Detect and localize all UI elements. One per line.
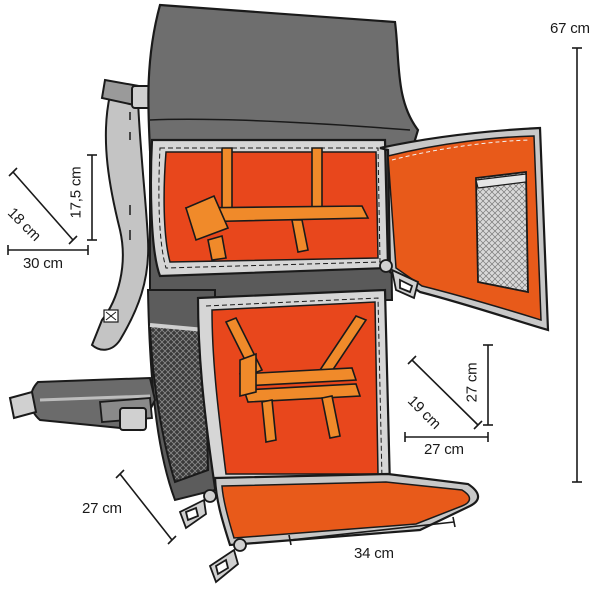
dimension-lines (7, 47, 582, 546)
label-bottom-panel-width: 34 cm (354, 545, 394, 562)
zipper-pull-bottom (208, 538, 247, 584)
shoulder-strap (90, 93, 150, 351)
zipper-pull-top (379, 259, 420, 300)
zipper-pull-left (178, 489, 217, 530)
hip-buckle-left (8, 390, 38, 420)
label-top-compartment-width: 30 cm (23, 255, 63, 272)
flap-mesh-pocket (475, 170, 529, 294)
top-dividers (184, 147, 370, 261)
label-total-height: 67 cm (550, 20, 590, 37)
label-bottom-depth-front: 27 cm (82, 500, 122, 517)
hip-buckle-right (119, 407, 147, 431)
label-bottom-compartment-height: 27 cm (463, 362, 481, 403)
label-top-compartment-height: 17,5 cm (67, 166, 85, 219)
bottom-dividers (224, 315, 368, 443)
side-mesh-pocket (148, 323, 210, 484)
label-bottom-compartment-width: 27 cm (424, 441, 464, 458)
